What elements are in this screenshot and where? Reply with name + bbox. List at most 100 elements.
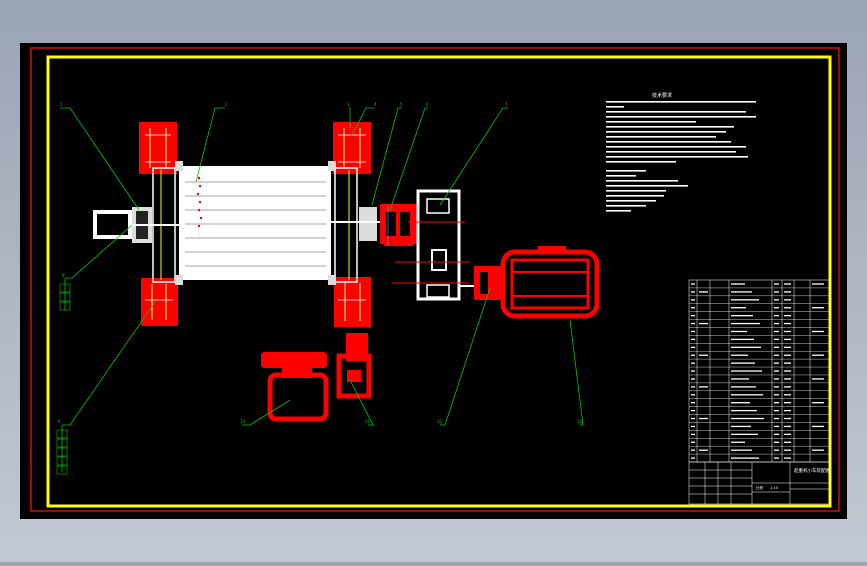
- parts-row-text: [784, 394, 791, 396]
- parts-row-text: [784, 457, 791, 459]
- parts-row-text: [812, 402, 824, 404]
- winding-drum: [179, 166, 331, 280]
- balloon-10: 10: [240, 419, 246, 424]
- balloon-12: 12: [437, 419, 443, 424]
- parts-row-text: [774, 433, 779, 436]
- parts-row-text: [699, 291, 708, 293]
- wheel-top-right: [333, 122, 371, 174]
- parts-row-text: [774, 425, 779, 428]
- parts-row-text: [784, 283, 791, 285]
- balloon-13: 13: [577, 419, 583, 424]
- parts-row-text: [691, 330, 695, 333]
- parts-row-text: [784, 299, 791, 301]
- parts-row-text: [784, 322, 791, 325]
- parts-row-text: [774, 307, 779, 309]
- parts-row-text: [731, 433, 758, 436]
- parts-row-text: [691, 283, 695, 285]
- leader-lines: [60, 107, 584, 472]
- balloon-3: 3: [347, 102, 350, 107]
- parts-row-text: [784, 417, 791, 420]
- notes-text: [606, 101, 756, 212]
- parts-row-text: [774, 378, 779, 380]
- parts-row-text: [731, 394, 763, 396]
- parts-row-text: [784, 409, 791, 412]
- wheel-top-left: [139, 122, 177, 174]
- parts-row-text: [731, 402, 750, 404]
- notes-title: 技术要求: [652, 92, 672, 99]
- parts-row-text: [774, 417, 779, 420]
- parts-row-text: [691, 386, 695, 388]
- parts-row-text: [699, 386, 708, 388]
- parts-row-text: [812, 425, 824, 428]
- balloon-stack: [56, 283, 71, 475]
- parts-row-text: [774, 330, 779, 333]
- parts-row-text: [731, 315, 753, 317]
- parts-row-text: [812, 449, 824, 451]
- parts-row-text: [731, 386, 756, 388]
- parts-row-text: [784, 291, 791, 293]
- parts-row-text: [784, 433, 791, 436]
- parts-row-text: [691, 307, 695, 309]
- parts-row-text: [774, 338, 779, 341]
- parts-row-text: [774, 299, 779, 301]
- balloon-2: 2: [225, 102, 228, 107]
- parts-row-text: [774, 322, 779, 325]
- balloon-8: 8: [62, 273, 65, 278]
- parts-row-text: [691, 425, 695, 428]
- parts-row-text: [691, 402, 695, 404]
- brake: [380, 204, 418, 246]
- parts-row-text: [731, 322, 760, 325]
- parts-row-text: [774, 346, 779, 348]
- parts-row-text: [774, 315, 779, 317]
- parts-row-text: [691, 449, 695, 451]
- parts-row-text: [691, 441, 695, 443]
- parts-row-text: [812, 330, 824, 333]
- parts-row-text: [699, 417, 708, 420]
- parts-row-text: [731, 370, 762, 372]
- parts-row-text: [691, 417, 695, 420]
- parts-row-text: [691, 394, 695, 396]
- parts-row-text: [784, 338, 791, 341]
- parts-row-text: [691, 354, 695, 356]
- parts-row-text: [699, 354, 708, 356]
- parts-row-text: [731, 409, 757, 412]
- parts-row-text: [731, 291, 752, 293]
- parts-row-text: [731, 307, 746, 309]
- parts-row-text: [691, 433, 695, 436]
- parts-row-text: [784, 378, 791, 380]
- parts-row-text: [784, 330, 791, 333]
- pulley-block: [336, 333, 372, 399]
- side-beam-right: [334, 167, 358, 283]
- coupling: [359, 207, 377, 241]
- parts-row-text: [691, 457, 695, 459]
- parts-row-text: [774, 394, 779, 396]
- outer-frame: [30, 47, 840, 512]
- parts-row-text: [691, 322, 695, 325]
- balloon-9: 9: [58, 419, 61, 424]
- wheel-bottom-left: [141, 278, 178, 326]
- balloon-7: 7: [505, 102, 508, 107]
- parts-row-text: [691, 299, 695, 301]
- parts-row-text: [731, 378, 749, 380]
- parts-list-rows: [689, 283, 830, 459]
- balloon-6: 6: [426, 102, 429, 107]
- parts-row-text: [812, 354, 824, 356]
- parts-row-text: [774, 402, 779, 404]
- parts-row-text: [774, 291, 779, 293]
- reducer: [392, 189, 470, 301]
- parts-row-text: [691, 338, 695, 341]
- title-block: [688, 461, 831, 505]
- parts-row-text: [731, 283, 745, 285]
- parts-row-text: [691, 409, 695, 412]
- parts-row-text: [774, 449, 779, 451]
- balloon-1: 1: [60, 102, 63, 107]
- parts-row-text: [784, 449, 791, 451]
- parts-row-text: [691, 315, 695, 317]
- parts-row-text: [784, 346, 791, 348]
- balloon-4: 4: [374, 102, 377, 107]
- parts-row-text: [784, 402, 791, 404]
- parts-row-text: [774, 386, 779, 388]
- parts-row-text: [691, 378, 695, 380]
